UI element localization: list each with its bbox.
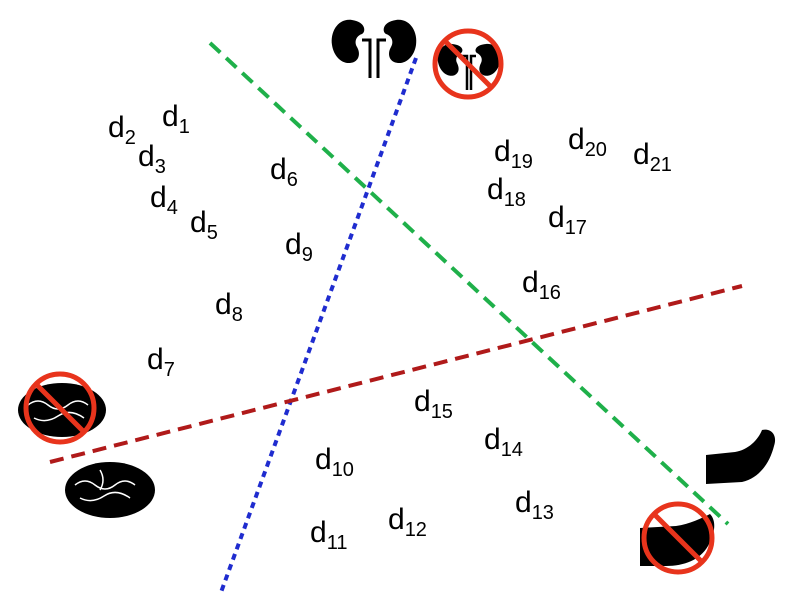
point-label-3: d3 bbox=[138, 140, 166, 178]
point-label-subscript: 19 bbox=[510, 151, 533, 173]
point-label-4: d4 bbox=[150, 181, 178, 219]
point-label-base: d bbox=[270, 153, 287, 186]
point-label-9: d9 bbox=[285, 228, 313, 266]
point-label-base: d bbox=[515, 486, 532, 519]
point-label-subscript: 12 bbox=[404, 519, 427, 541]
point-label-subscript: 6 bbox=[286, 169, 298, 191]
point-label-base: d bbox=[494, 135, 511, 168]
brain-icon bbox=[65, 462, 155, 518]
point-label-5: d5 bbox=[190, 206, 218, 244]
point-label-subscript: 3 bbox=[154, 156, 166, 178]
point-label-19: d19 bbox=[494, 135, 533, 173]
point-label-14: d14 bbox=[484, 423, 523, 461]
point-label-base: d bbox=[285, 228, 302, 261]
point-label-base: d bbox=[310, 516, 327, 549]
point-label-base: d bbox=[568, 123, 585, 156]
point-label-13: d13 bbox=[515, 486, 554, 524]
green-divider-line bbox=[208, 41, 730, 526]
point-label-6: d6 bbox=[270, 153, 298, 191]
blue-divider-line bbox=[218, 57, 418, 596]
no-brain-icon bbox=[18, 371, 106, 445]
point-label-2: d2 bbox=[108, 111, 136, 149]
point-label-base: d bbox=[147, 343, 164, 376]
point-label-10: d10 bbox=[315, 443, 354, 481]
point-label-subscript: 20 bbox=[584, 139, 607, 161]
point-label-8: d8 bbox=[215, 288, 243, 326]
point-label-base: d bbox=[215, 288, 232, 321]
point-label-12: d12 bbox=[388, 503, 427, 541]
point-label-subscript: 2 bbox=[124, 127, 136, 149]
point-label-base: d bbox=[150, 181, 167, 214]
point-label-20: d20 bbox=[568, 123, 607, 161]
point-label-15: d15 bbox=[414, 385, 453, 423]
no-kidneys-icon bbox=[432, 28, 504, 100]
point-label-subscript: 21 bbox=[649, 154, 672, 176]
point-label-21: d21 bbox=[633, 138, 672, 176]
point-label-subscript: 9 bbox=[301, 244, 313, 266]
point-label-17: d17 bbox=[548, 201, 587, 239]
point-label-18: d18 bbox=[487, 173, 526, 211]
point-label-subscript: 7 bbox=[163, 359, 175, 381]
point-label-base: d bbox=[162, 100, 179, 133]
point-label-base: d bbox=[484, 423, 501, 456]
point-label-subscript: 17 bbox=[564, 217, 587, 239]
point-label-1: d1 bbox=[162, 100, 190, 138]
point-label-base: d bbox=[190, 206, 207, 239]
point-label-7: d7 bbox=[147, 343, 175, 381]
point-label-subscript: 8 bbox=[231, 304, 243, 326]
point-label-base: d bbox=[388, 503, 405, 536]
point-label-base: d bbox=[548, 201, 565, 234]
point-label-subscript: 11 bbox=[326, 532, 348, 554]
point-label-subscript: 14 bbox=[500, 439, 523, 461]
point-label-16: d16 bbox=[522, 266, 561, 304]
point-label-base: d bbox=[487, 173, 504, 206]
point-label-base: d bbox=[633, 138, 650, 171]
point-label-subscript: 1 bbox=[178, 116, 190, 138]
point-label-subscript: 16 bbox=[538, 282, 561, 304]
red-divider-line bbox=[49, 284, 743, 464]
point-label-subscript: 5 bbox=[206, 222, 218, 244]
point-label-base: d bbox=[108, 111, 125, 144]
point-label-base: d bbox=[315, 443, 332, 476]
kidneys-icon bbox=[331, 19, 417, 78]
no-foot-icon bbox=[640, 501, 715, 575]
point-label-subscript: 4 bbox=[166, 197, 178, 219]
point-label-base: d bbox=[522, 266, 539, 299]
point-label-subscript: 18 bbox=[503, 189, 526, 211]
point-label-subscript: 10 bbox=[331, 459, 354, 481]
point-label-11: d11 bbox=[310, 516, 347, 554]
point-label-base: d bbox=[414, 385, 431, 418]
point-label-subscript: 15 bbox=[430, 401, 453, 423]
foot-icon bbox=[706, 429, 776, 484]
point-label-base: d bbox=[138, 140, 155, 173]
point-label-subscript: 13 bbox=[531, 502, 554, 524]
